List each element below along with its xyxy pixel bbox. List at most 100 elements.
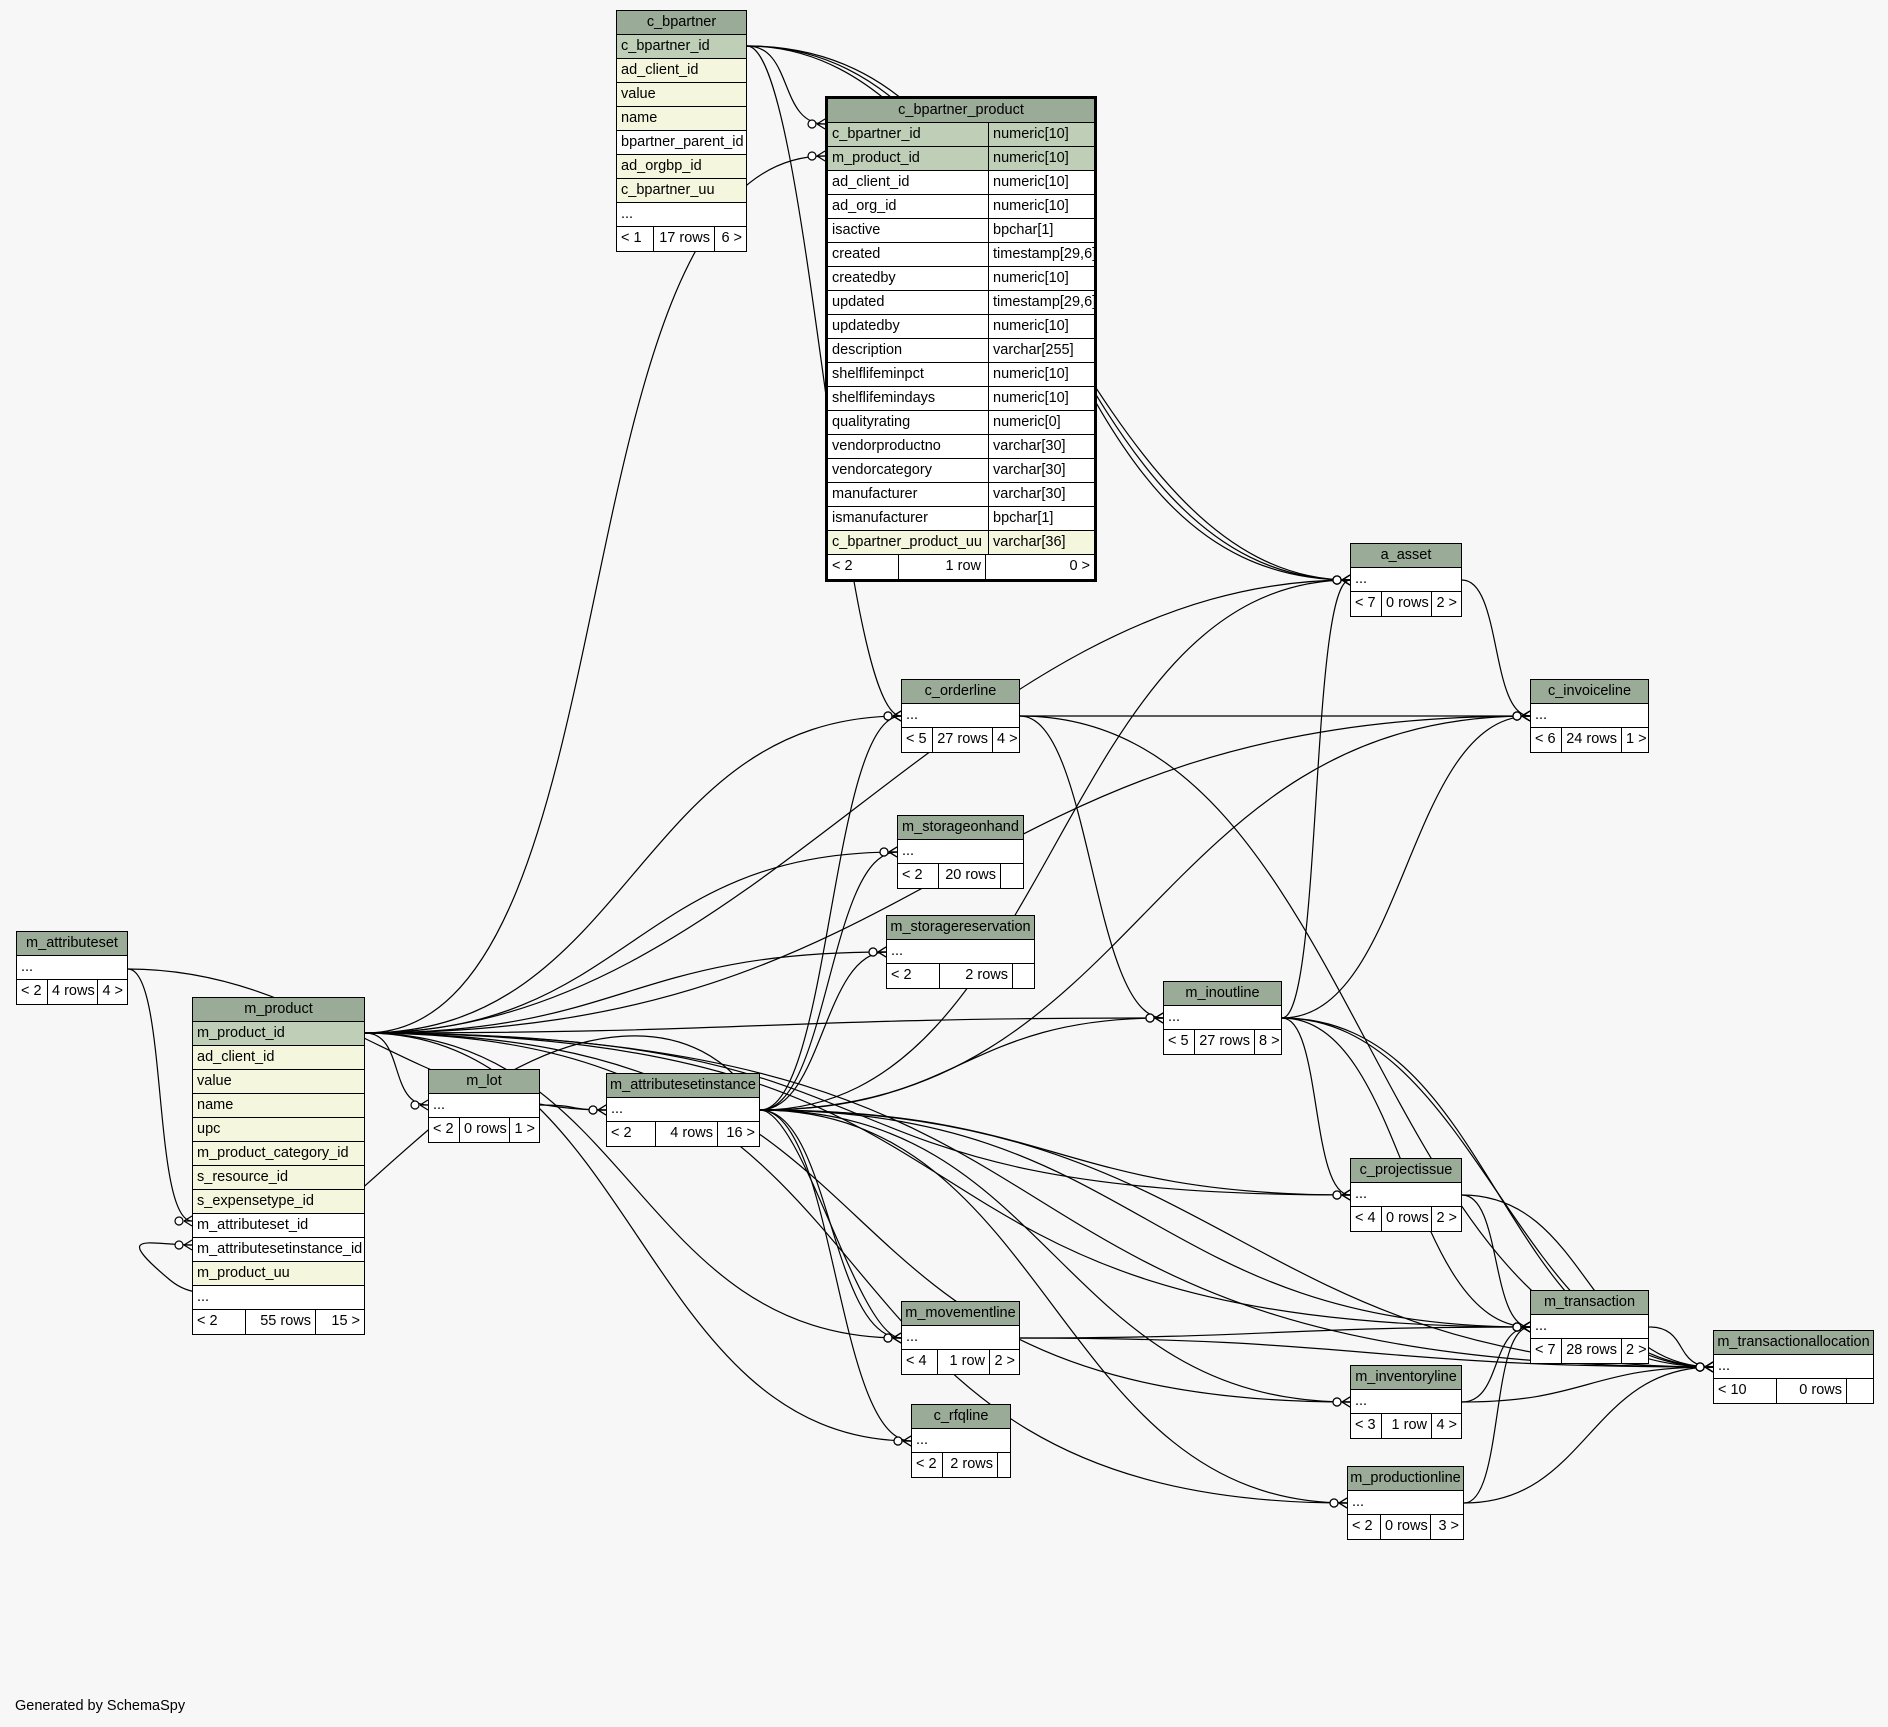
column-row[interactable]: ... <box>902 704 1019 728</box>
column-row[interactable]: ... <box>1531 704 1648 728</box>
column-row[interactable]: m_product_id <box>193 1022 364 1046</box>
table-title[interactable]: c_rfqline <box>912 1405 1010 1429</box>
table-title[interactable]: m_attributeset <box>17 932 127 956</box>
parents-link[interactable]: < 6 <box>1535 731 1556 747</box>
parents-link[interactable]: < 2 <box>891 967 912 983</box>
children-link[interactable] <box>997 1453 1010 1477</box>
table-title[interactable]: m_storagereservation <box>887 916 1034 940</box>
table-title[interactable]: c_bpartner <box>617 11 746 35</box>
table-title[interactable]: m_transaction <box>1531 1291 1648 1315</box>
column-row[interactable]: ... <box>902 1326 1019 1350</box>
parents-link[interactable]: < 7 <box>1355 595 1376 611</box>
column-row[interactable]: m_product_uu <box>193 1262 364 1286</box>
table-title[interactable]: a_asset <box>1351 544 1461 568</box>
children-link[interactable]: 6 > <box>714 227 746 251</box>
table-title[interactable]: c_bpartner_product <box>828 99 1094 123</box>
column-row[interactable]: bpartner_parent_id <box>617 131 746 155</box>
children-link[interactable]: 1 > <box>1621 728 1648 752</box>
column-row[interactable]: ... <box>898 840 1023 864</box>
column-row[interactable]: m_product_category_id <box>193 1142 364 1166</box>
column-row[interactable]: s_expensetype_id <box>193 1190 364 1214</box>
parents-link[interactable]: < 2 <box>1352 1518 1373 1534</box>
column-row[interactable]: value <box>617 83 746 107</box>
column-row[interactable]: ... <box>429 1094 539 1118</box>
parents-link[interactable]: < 2 <box>902 867 923 883</box>
column-row[interactable]: name <box>193 1094 364 1118</box>
table-title[interactable]: c_projectissue <box>1351 1159 1461 1183</box>
column-row[interactable]: c_bpartner_uu <box>617 179 746 203</box>
column-row[interactable]: ... <box>193 1286 364 1310</box>
column-row[interactable]: value <box>193 1070 364 1094</box>
parents-link[interactable]: < 2 <box>611 1125 632 1141</box>
column-row[interactable]: ... <box>617 203 746 227</box>
table-title[interactable]: m_productionline <box>1348 1467 1463 1491</box>
table-title[interactable]: c_invoiceline <box>1531 680 1648 704</box>
column-row[interactable]: s_resource_id <box>193 1166 364 1190</box>
children-link[interactable] <box>1012 964 1034 988</box>
column-row[interactable]: ... <box>17 956 127 980</box>
table-title[interactable]: c_orderline <box>902 680 1019 704</box>
column-row[interactable]: ... <box>1351 1390 1461 1414</box>
column-row[interactable]: ... <box>1348 1491 1463 1515</box>
parents-link[interactable]: < 7 <box>1535 1342 1556 1358</box>
column-row[interactable]: ... <box>1714 1355 1873 1379</box>
children-link[interactable]: 2 > <box>1431 592 1461 616</box>
children-link[interactable]: 2 > <box>1431 1207 1461 1231</box>
children-link[interactable]: 2 > <box>989 1350 1019 1374</box>
children-link[interactable]: 15 > <box>315 1310 364 1334</box>
parents-link[interactable]: < 2 <box>197 1313 218 1329</box>
table-title[interactable]: m_inoutline <box>1164 982 1281 1006</box>
children-link[interactable]: 2 > <box>1621 1339 1648 1363</box>
table-title[interactable]: m_product <box>193 998 364 1022</box>
column-row[interactable]: ... <box>1164 1006 1281 1030</box>
column-row[interactable]: ad_client_id <box>193 1046 364 1070</box>
children-link[interactable]: 0 > <box>985 555 1094 579</box>
table-title[interactable]: m_inventoryline <box>1351 1366 1461 1390</box>
column-row[interactable]: ... <box>912 1429 1010 1453</box>
children-link[interactable]: 4 > <box>1431 1414 1461 1438</box>
column-row[interactable]: ... <box>1351 1183 1461 1207</box>
parents-link[interactable]: < 1 <box>621 230 642 246</box>
children-link[interactable]: 1 > <box>509 1118 539 1142</box>
column-row[interactable]: name <box>617 107 746 131</box>
children-link[interactable]: 8 > <box>1254 1030 1281 1054</box>
table-title[interactable]: m_transactionallocation <box>1714 1331 1873 1355</box>
table-title[interactable]: m_storageonhand <box>898 816 1023 840</box>
table-title[interactable]: m_lot <box>429 1070 539 1094</box>
parents-link[interactable]: < 10 <box>1718 1382 1747 1398</box>
children-link[interactable]: 4 > <box>992 728 1019 752</box>
column-row[interactable]: c_bpartner_id <box>617 35 746 59</box>
column-row[interactable]: upc <box>193 1118 364 1142</box>
table-title[interactable]: m_attributesetinstance <box>607 1074 759 1098</box>
column-row[interactable]: ... <box>1531 1315 1648 1339</box>
